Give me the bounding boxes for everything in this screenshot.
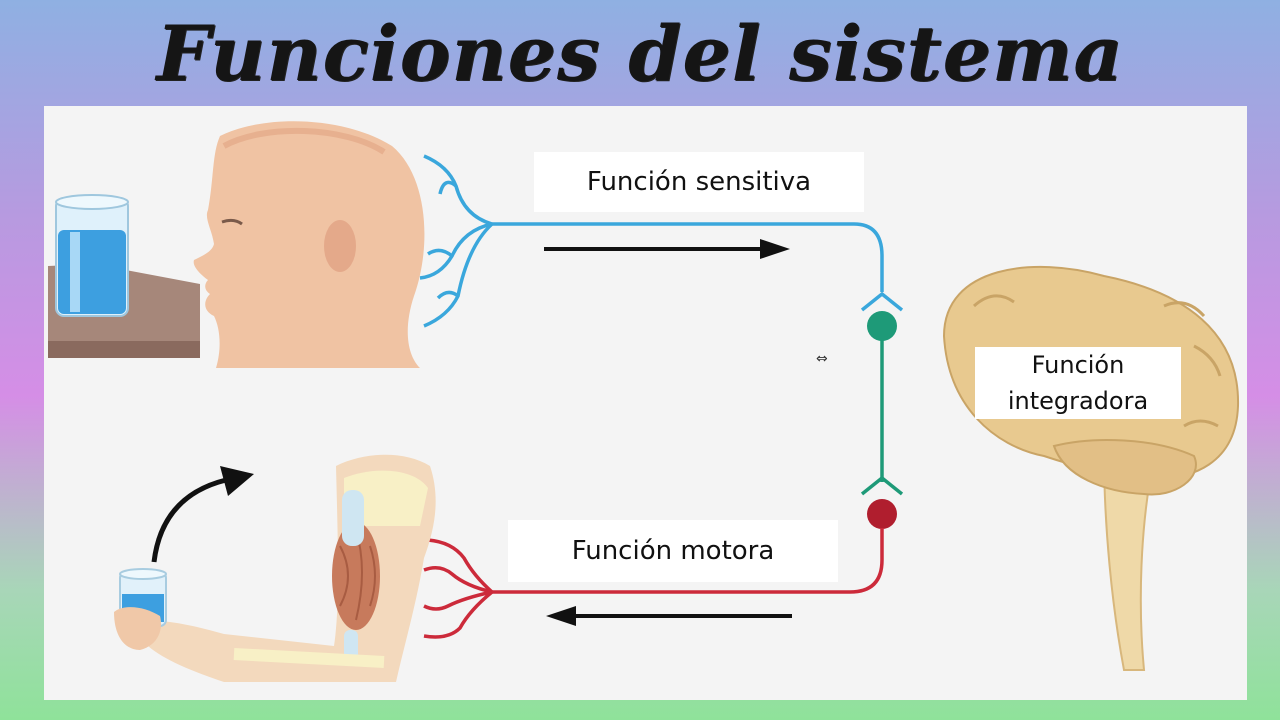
- integrating-nerve: [860, 291, 904, 529]
- label-integradora-line2: integradora: [1007, 387, 1149, 415]
- diagram-panel: Función sensitiva Función motora Función…: [44, 106, 1247, 700]
- page-title: Funciones del sistema nervioso:: [156, 9, 1124, 198]
- arm-with-glass: [114, 454, 436, 682]
- lift-arrow: [151, 466, 254, 563]
- resize-cursor-icon: ⇔: [816, 351, 828, 367]
- brain: [942, 265, 1240, 671]
- table-with-glass: [48, 194, 200, 358]
- sensory-arrow: [544, 239, 790, 259]
- motor-nerve: [423, 528, 884, 639]
- diagram-illustration: [48, 121, 1240, 682]
- motor-arrow: [546, 606, 792, 626]
- label-funcion-integradora: Función integradora: [975, 347, 1181, 419]
- label-integradora-line1: Función: [1031, 351, 1125, 379]
- label-funcion-sensitiva: Función sensitiva: [534, 152, 864, 212]
- sensory-nerve: [419, 154, 884, 328]
- human-head: [193, 121, 425, 368]
- label-funcion-motora: Función motora: [508, 520, 838, 582]
